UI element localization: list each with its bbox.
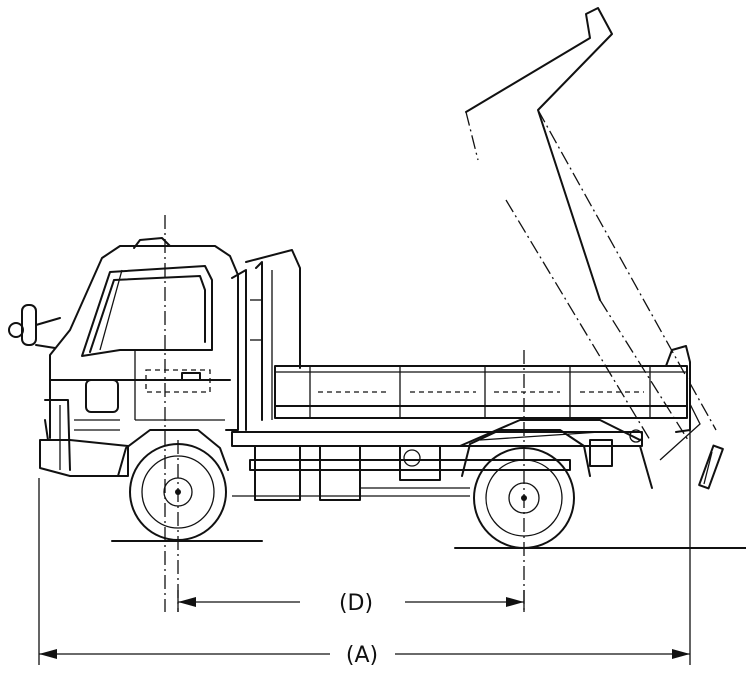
dump-body bbox=[274, 345, 691, 433]
ground-lines bbox=[111, 540, 746, 549]
centerlines bbox=[164, 215, 525, 612]
extension-lines bbox=[38, 430, 691, 665]
wheelbase-label: (D) bbox=[339, 591, 373, 616]
overall-length-label: (A) bbox=[346, 643, 378, 668]
overall-length-dimension: (A) bbox=[39, 643, 690, 668]
rear-wheel bbox=[461, 429, 591, 549]
chassis-frame bbox=[231, 419, 653, 501]
raised-dump-body-outline bbox=[465, 7, 724, 490]
headboard-and-stack bbox=[231, 249, 301, 431]
wheelbase-dimension: (D) bbox=[178, 591, 524, 616]
raised-tailgate-outline bbox=[698, 444, 724, 490]
truck-cab bbox=[8, 237, 239, 477]
side-mirror bbox=[8, 304, 61, 349]
